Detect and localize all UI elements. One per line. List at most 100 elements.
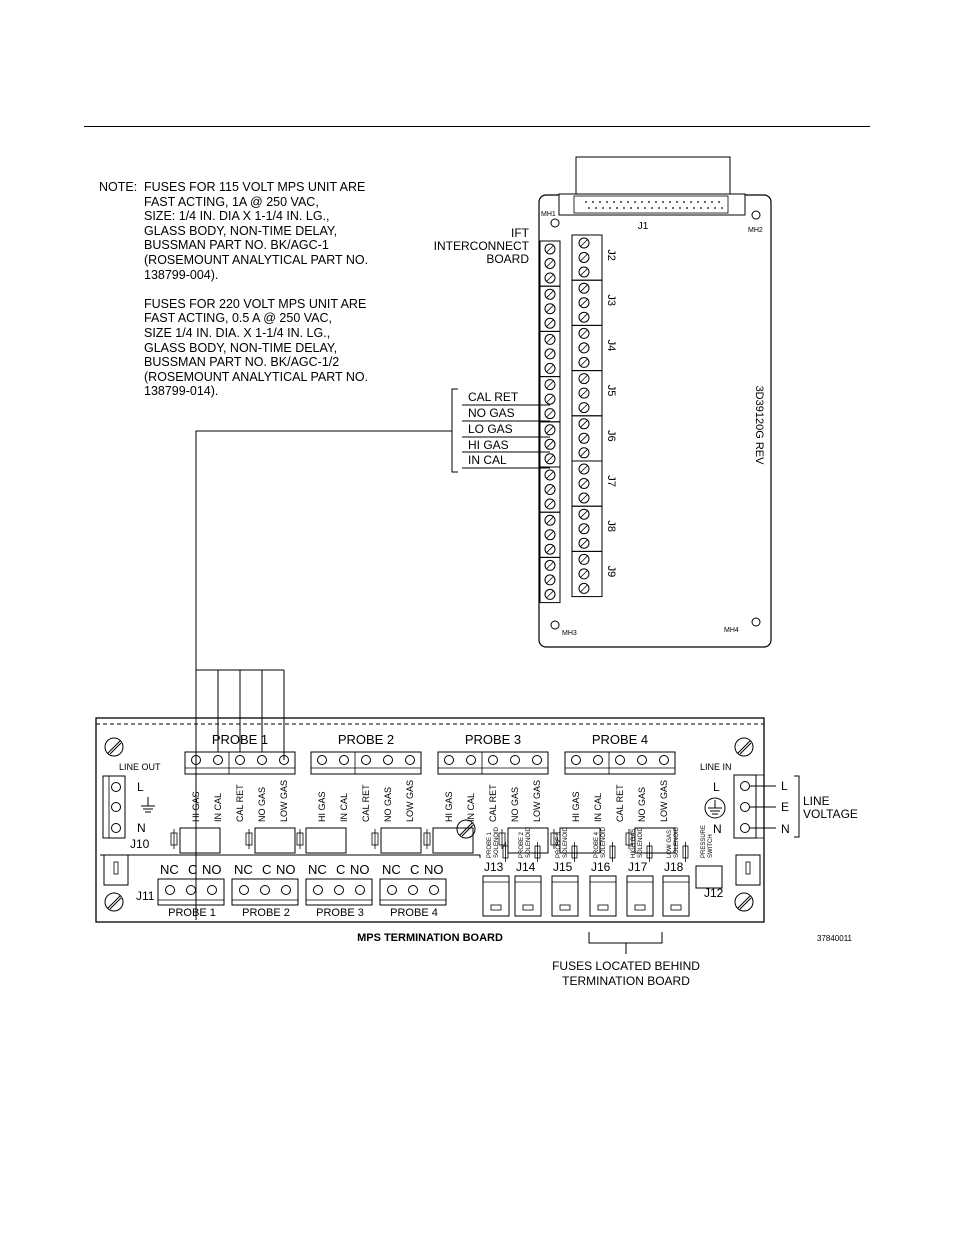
probe-terminal-label: IN CAL <box>593 793 603 822</box>
probe-terminal-label: CAL RET <box>361 784 371 822</box>
probe-terminal-label: IN CAL <box>213 793 223 822</box>
probe-terminal <box>488 755 498 765</box>
relay-term-label: NC <box>382 862 401 877</box>
probe-terminal-label: NO GAS <box>637 787 647 822</box>
mounting-hole <box>550 218 560 228</box>
relay <box>507 827 549 854</box>
fuse-callout: FUSES LOCATED BEHIND TERMINATION BOARD <box>552 932 700 988</box>
probe-terminal <box>383 755 393 765</box>
terminal-screw <box>544 333 556 345</box>
probe-terminal-block <box>437 751 549 775</box>
relay <box>254 827 296 854</box>
probe-terminal <box>571 755 581 765</box>
relay-terminal <box>207 885 217 895</box>
terminal-screw <box>544 272 556 284</box>
probe-terminal-label: NO GAS <box>383 787 393 822</box>
probe-label: PROBE 2 <box>338 732 394 747</box>
relay <box>432 827 474 854</box>
relay-terminal <box>355 885 365 895</box>
probe-terminal <box>593 755 603 765</box>
solenoid-label: SOLENOID <box>638 826 644 858</box>
terminal-screw <box>544 362 556 374</box>
j1-label: J1 <box>638 221 649 232</box>
relay-terminal <box>429 885 439 895</box>
relay <box>634 827 676 854</box>
solenoid-label: PROBE 1 <box>487 831 493 858</box>
relay-probe-label: PROBE 4 <box>390 907 438 919</box>
j10-label: J10 <box>130 837 150 851</box>
solenoid-connector-label: J15 <box>553 860 573 874</box>
line-in-term: L <box>713 780 720 794</box>
probe-terminal-label: HI GAS <box>444 791 454 822</box>
relay <box>305 827 347 854</box>
relay-term-label: NC <box>234 862 253 877</box>
relay <box>380 827 422 854</box>
interconnect-wiring <box>195 388 550 920</box>
ift-part-number: 3D39120G REV <box>753 386 765 466</box>
relay-terminal-block <box>231 878 299 906</box>
probe-terminal <box>361 755 371 765</box>
fuse-callout-line: TERMINATION BOARD <box>562 974 690 988</box>
probe-label: PROBE 3 <box>465 732 521 747</box>
drawing-number: 37840011 <box>817 934 853 943</box>
probe-terminal-block <box>564 751 676 775</box>
ift-block-label: J8 <box>605 520 617 532</box>
probe-terminal <box>279 755 289 765</box>
probe-terminal-label: NO GAS <box>257 787 267 822</box>
solenoid-label: LOW GAS <box>667 830 673 858</box>
probe-terminal <box>213 755 223 765</box>
ift-terminal-block <box>571 460 603 507</box>
solenoid-connector <box>626 875 654 917</box>
ift-title-line: IFT <box>511 226 530 240</box>
note-line: GLASS BODY, NON-TIME DELAY, <box>144 340 338 355</box>
relay-terminal-block <box>157 878 225 906</box>
mps-board-title: MPS TERMINATION BOARD <box>357 932 503 944</box>
signal-label: LO GAS <box>468 422 513 436</box>
ift-terminal-block <box>571 370 603 417</box>
ift-terminal-block <box>571 234 603 281</box>
mh-label: MH4 <box>724 627 739 634</box>
solenoid-connector-label: J16 <box>591 860 611 874</box>
probe-terminal-label: IN CAL <box>466 793 476 822</box>
ift-block-label: J7 <box>605 475 617 487</box>
terminal-screw <box>578 356 590 368</box>
mounting-hole <box>550 620 560 630</box>
terminal-screw <box>578 342 590 354</box>
relay-term-label: NC <box>160 862 179 877</box>
terminal-screw <box>544 559 556 571</box>
solenoid-label: SOLENOID <box>674 826 680 858</box>
ift-block-label: J9 <box>605 566 617 578</box>
ift-block-label: J5 <box>605 385 617 397</box>
mounting-screw <box>734 737 754 757</box>
ift-terminal-block <box>571 415 603 462</box>
terminal-screw <box>544 303 556 315</box>
probe-terminal-label: HI GAS <box>191 791 201 822</box>
probe-terminal <box>615 755 625 765</box>
relay <box>179 827 221 854</box>
relay-terminal <box>165 885 175 895</box>
solenoid-label: PROBE 4 <box>594 831 600 858</box>
note-line: 138799-014). <box>144 384 219 399</box>
terminal-screw <box>544 348 556 360</box>
probe-terminal <box>637 755 647 765</box>
note-line: (ROSEMOUNT ANALYTICAL PART NO. <box>144 252 369 267</box>
probe-terminal-label: LOW GAS <box>659 780 669 822</box>
ift-block-label: J2 <box>605 249 617 261</box>
relay-terminal <box>186 885 196 895</box>
terminal-screw <box>578 537 590 549</box>
signal-label: HI GAS <box>468 438 509 452</box>
solenoid-connector-label: J18 <box>664 860 684 874</box>
terminal-screw <box>578 402 590 414</box>
probe-terminal-label: CAL RET <box>235 784 245 822</box>
mounting-hole <box>751 617 761 627</box>
ift-terminal-block <box>571 324 603 372</box>
note-label: NOTE: <box>99 180 138 194</box>
terminal-screw <box>544 453 556 465</box>
note-line: (ROSEMOUNT ANALYTICAL PART NO. <box>144 369 369 384</box>
solenoid-connector <box>482 875 510 917</box>
line-voltage-label: VOLTAGE <box>803 807 858 821</box>
terminal-screw <box>544 529 556 541</box>
